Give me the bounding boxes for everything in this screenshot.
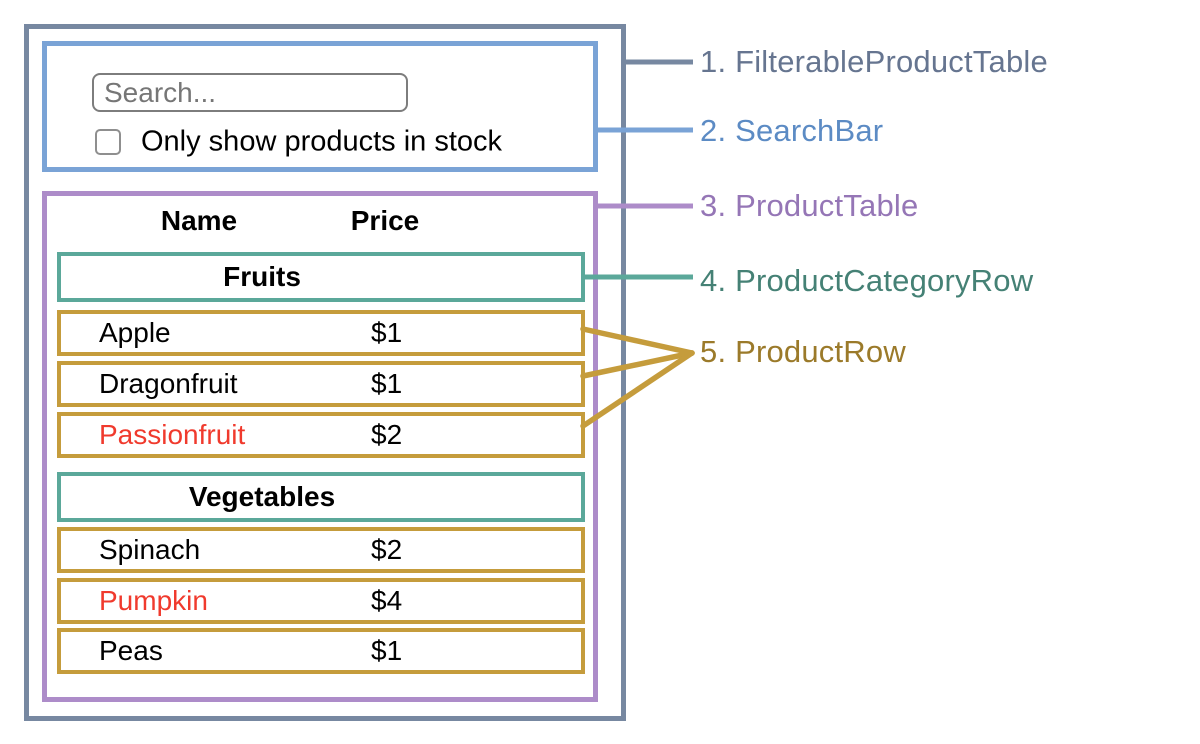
column-header-price: Price <box>350 205 420 236</box>
in-stock-checkbox[interactable] <box>95 129 121 155</box>
legend-filterable-product-table: 1. FilterableProductTable <box>700 44 1048 79</box>
search-input[interactable] <box>92 73 408 112</box>
category-label: Fruits <box>223 261 301 292</box>
product-name: Dragonfruit <box>99 368 238 399</box>
product-row-pumpkin: Pumpkin $4 <box>57 578 585 624</box>
category-label: Vegetables <box>188 481 336 512</box>
product-price: $4 <box>371 585 403 616</box>
product-row-passionfruit: Passionfruit $2 <box>57 412 585 458</box>
product-name-out-of-stock: Pumpkin <box>99 585 208 616</box>
legend-product-row: 5. ProductRow <box>700 334 906 369</box>
product-row-apple: Apple $1 <box>57 310 585 356</box>
product-name: Spinach <box>99 534 201 565</box>
product-name: Apple <box>99 317 171 348</box>
category-row-fruits: Fruits <box>57 252 585 302</box>
product-name: Peas <box>99 635 163 666</box>
search-bar-outline <box>42 41 598 172</box>
product-row-spinach: Spinach $2 <box>57 527 585 573</box>
product-price: $1 <box>371 635 403 666</box>
product-price: $1 <box>371 368 403 399</box>
product-table-outline <box>42 191 598 702</box>
legend-product-category-row: 4. ProductCategoryRow <box>700 263 1034 298</box>
category-row-vegetables: Vegetables <box>57 472 585 522</box>
product-row-peas: Peas $1 <box>57 628 585 674</box>
in-stock-checkbox-label: Only show products in stock <box>141 125 503 158</box>
product-row-dragonfruit: Dragonfruit $1 <box>57 361 585 407</box>
legend-product-table: 3. ProductTable <box>700 188 919 223</box>
column-header-name: Name <box>160 205 238 236</box>
legend-search-bar: 2. SearchBar <box>700 113 884 148</box>
product-price: $2 <box>371 419 403 450</box>
product-price: $1 <box>371 317 403 348</box>
product-name-out-of-stock: Passionfruit <box>99 419 246 450</box>
product-price: $2 <box>371 534 403 565</box>
